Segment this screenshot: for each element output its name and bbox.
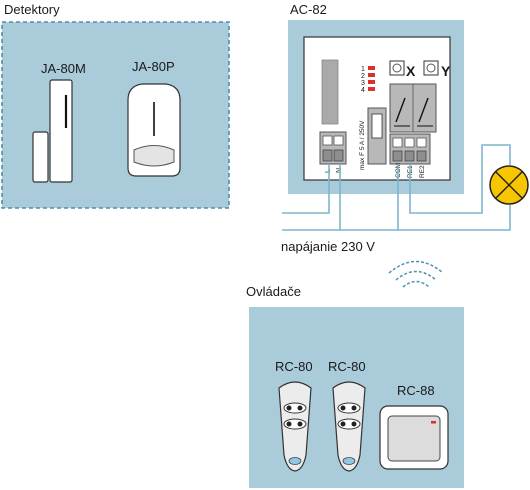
detectors-title: Detektory [4, 2, 60, 17]
fuse-icon [371, 113, 383, 139]
terminal-label-re2: RE2 [419, 165, 426, 178]
led-label-4: 4 [361, 87, 365, 94]
module-block [321, 59, 339, 125]
relay-y-label: Y [441, 63, 451, 79]
keyfob-remote-icon [278, 381, 312, 472]
power-wires [282, 144, 511, 231]
controller-label-rc88: RC-88 [397, 383, 435, 398]
relay-icon [389, 83, 437, 133]
led-indicators [368, 66, 375, 91]
lamp-icon [489, 165, 529, 205]
controller-label-rc80-2: RC-80 [328, 359, 366, 374]
controllers-title: Ovládače [246, 284, 301, 299]
keyfob-remote-icon [332, 381, 366, 472]
led-label-1: 1 [361, 66, 365, 73]
magnetic-detector-icon [32, 79, 73, 183]
controller-label-rc80-1: RC-80 [275, 359, 313, 374]
detector-label-ja80p: JA-80P [132, 59, 175, 74]
power-label: napájanie 230 V [281, 239, 375, 254]
wall-switch-icon [379, 405, 449, 470]
fuse-label: max F 5 A / 250V [359, 120, 366, 170]
relay-y-button-icon [423, 60, 439, 76]
unit-title: AC-82 [290, 2, 327, 17]
relay-x-label: X [406, 63, 416, 79]
led-label-3: 3 [361, 80, 365, 87]
led-label-2: 2 [361, 73, 365, 80]
terminal-block-relay [389, 133, 431, 165]
detector-label-ja80m: JA-80M [41, 61, 86, 76]
terminal-block-ln [319, 131, 347, 165]
relay-x-button-icon [389, 60, 405, 76]
wireless-signal-icon [388, 260, 444, 288]
pir-detector-icon [127, 83, 181, 177]
